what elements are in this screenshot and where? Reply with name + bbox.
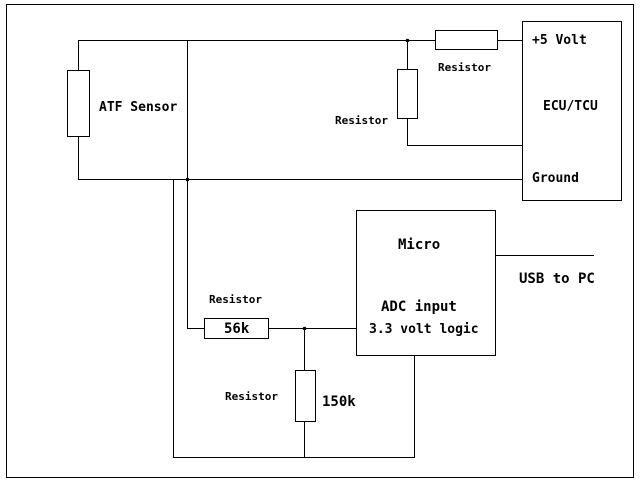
micro-box [356,210,496,356]
atf-sensor-label: ATF Sensor [99,100,177,115]
usb-to-pc-label: USB to PC [519,271,595,287]
resistor-mid [397,69,418,119]
atf-sensor-body [67,70,90,137]
junction-dot [302,326,307,331]
wires [78,40,594,458]
logic-level-label: 3.3 volt logic [369,322,479,337]
r150k-value: 150k [322,394,356,410]
junction-dot [405,38,410,43]
diagram-frame [6,4,634,478]
resistor-56k [204,318,269,339]
resistor-top [435,30,498,50]
plus5v-label: +5 Volt [532,33,587,48]
resistor-mid-label: Resistor [335,114,388,127]
ground-label: Ground [532,171,579,186]
micro-label: Micro [398,237,440,253]
junction-dot [185,177,190,182]
resistor-150k-label: Resistor [225,390,278,403]
ecu-tcu-label: ECU/TCU [543,99,598,114]
adc-input-label: ADC input [381,299,457,315]
resistor-top-label: Resistor [438,61,491,74]
ecu-tcu-box [522,21,622,201]
resistor-56k-label: Resistor [209,293,262,306]
r56k-value: 56k [224,321,250,337]
resistor-150k [295,370,316,422]
